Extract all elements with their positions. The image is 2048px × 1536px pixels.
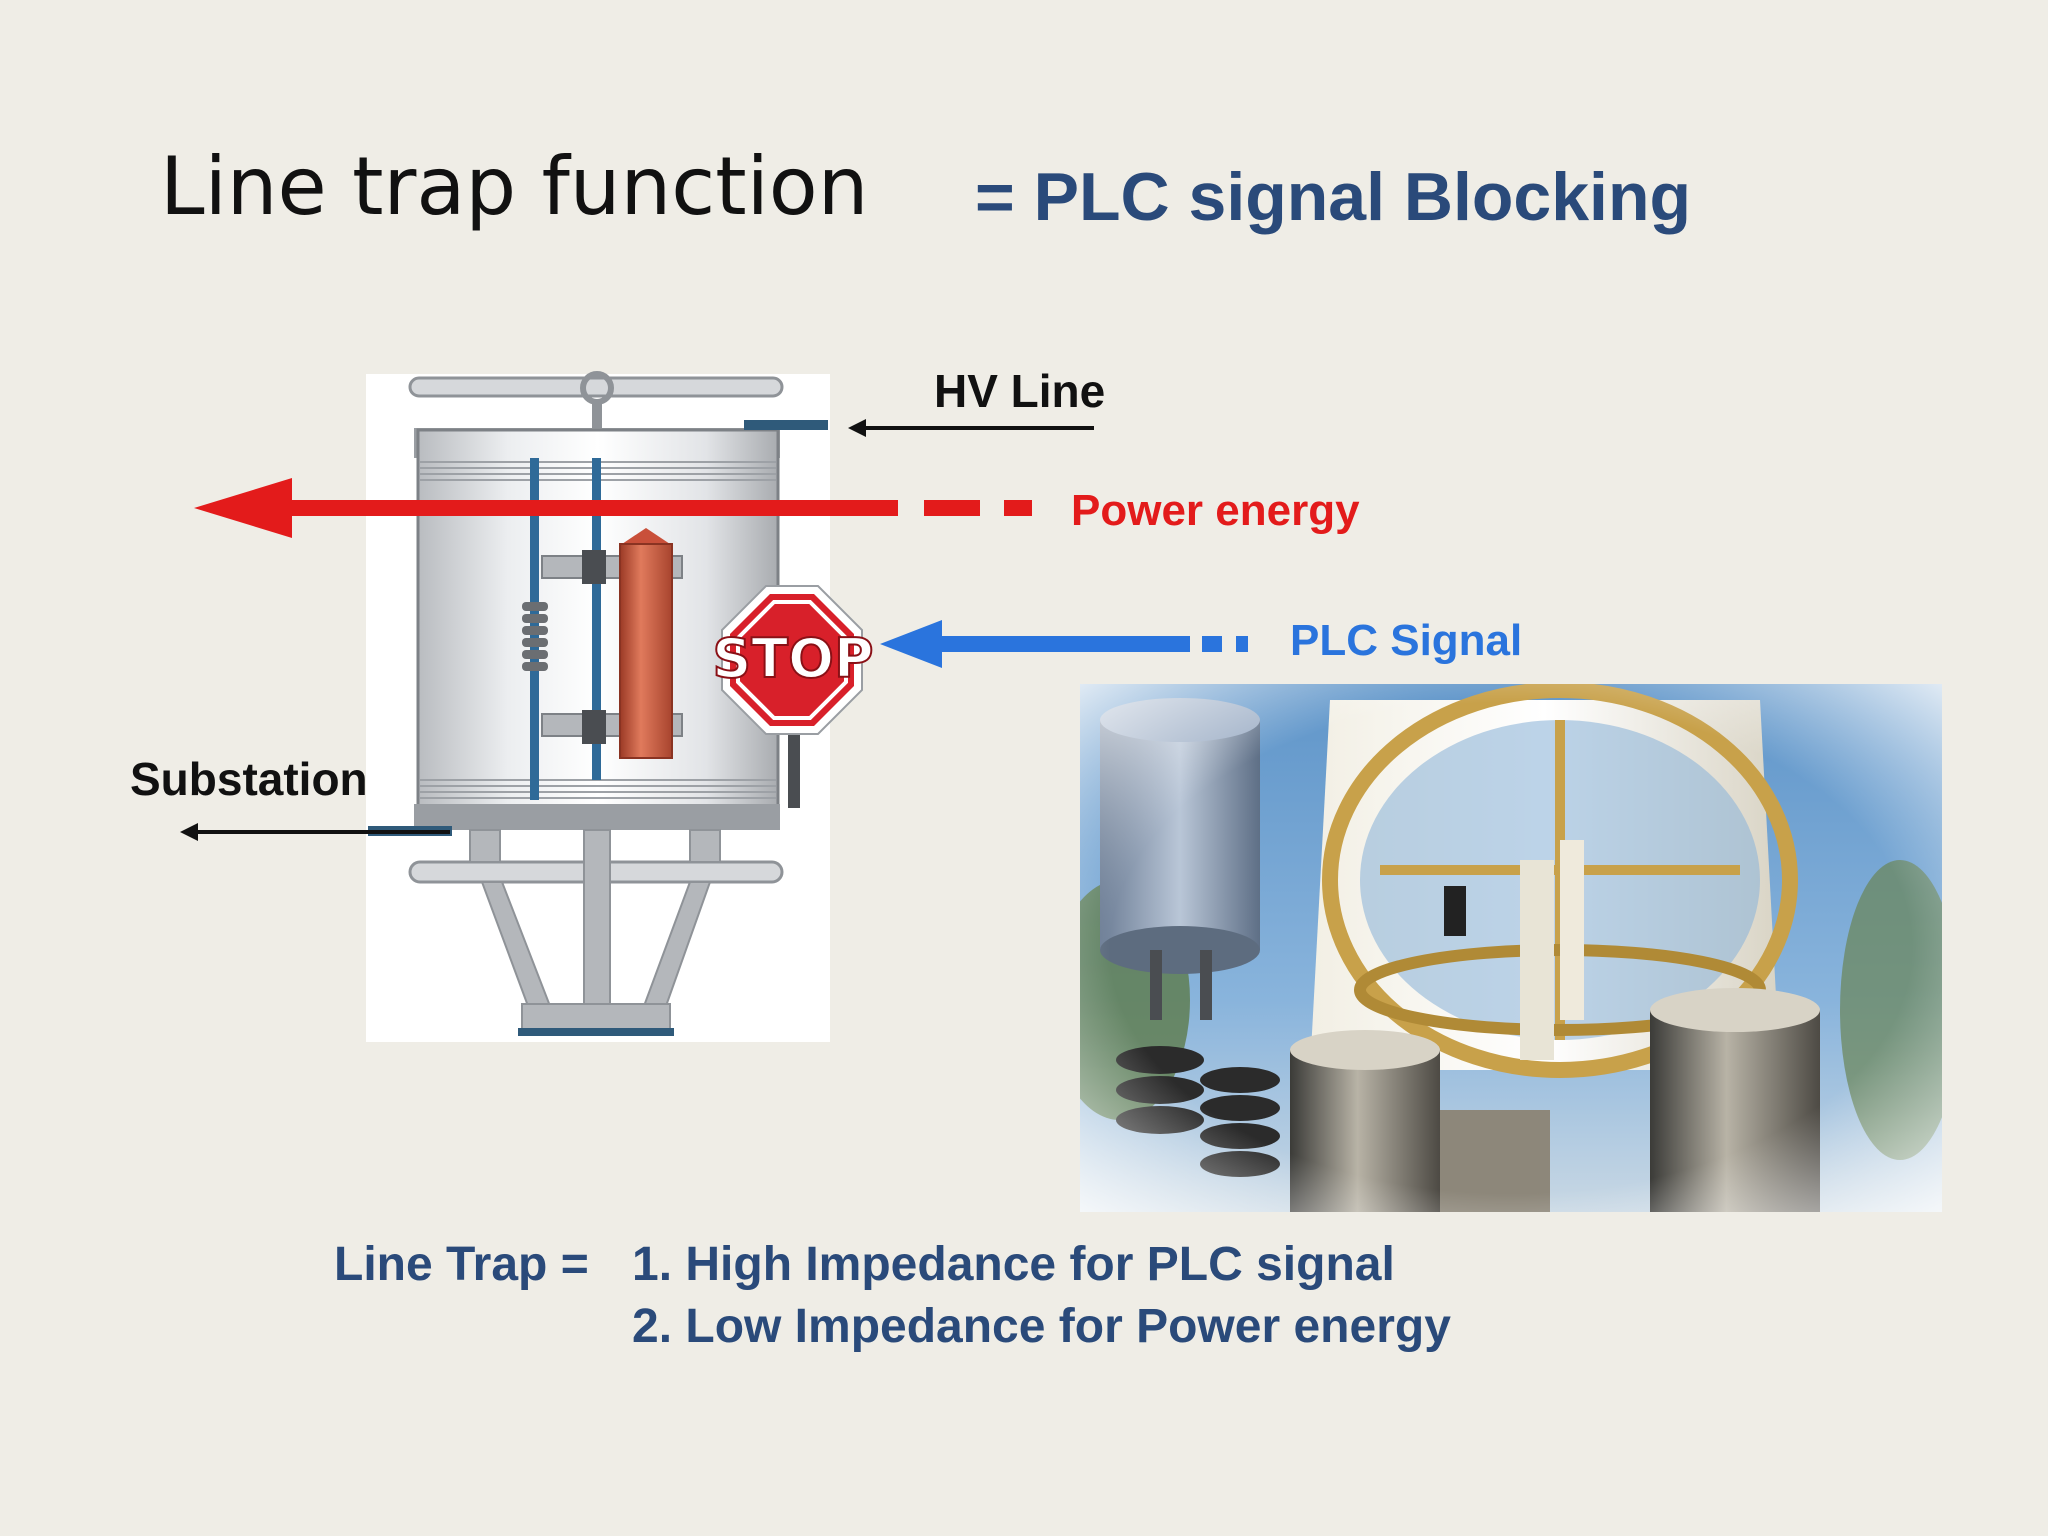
tuning-rod-right [592,458,601,780]
tuning-capacitor [619,528,673,759]
plc-signal-arrow [880,620,1248,668]
lightning-arrester [522,602,548,671]
definition-row-1: Line Trap = 1. High Impedance for PLC sig… [334,1234,1451,1296]
substation-arrow [180,823,450,841]
substation-label: Substation [130,753,368,805]
power-energy-label: Power energy [1071,486,1360,535]
top-corona-ring [408,376,784,398]
slide-subtitle: = PLC signal Blocking [975,159,1692,235]
definition-row-2: 2. Low Impedance for Power energy [334,1296,1451,1358]
definition-item-1: 1. High Impedance for PLC signal [632,1238,1395,1291]
hv-terminal [744,420,828,430]
plc-signal-label: PLC Signal [1290,616,1523,665]
definition-item-2: 2. Low Impedance for Power energy [632,1300,1451,1353]
stop-sign: STOP [711,585,875,735]
power-energy-arrow [194,478,1032,538]
stop-sign-text: STOP [712,627,873,690]
definition-head: Line Trap = [334,1238,589,1291]
line-trap-definition: Line Trap = 1. High Impedance for PLC sig… [334,1234,1451,1358]
line-trap-photo [1080,684,1942,1212]
hv-line-label: HV Line [934,365,1106,417]
slide-title: Line trap function [160,140,869,233]
hv-line-arrow [848,419,1094,437]
